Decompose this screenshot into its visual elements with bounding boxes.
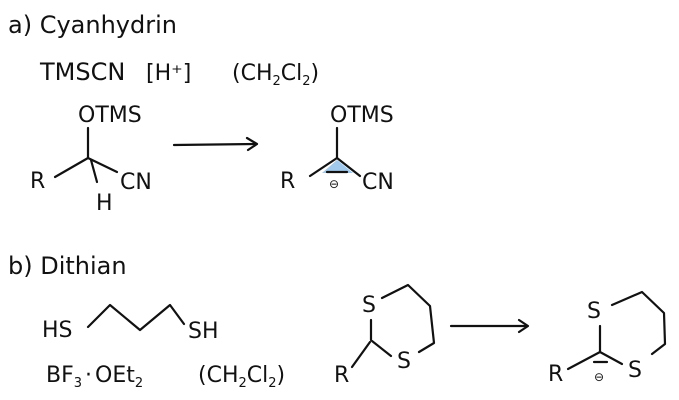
negative-charge-icon: ⊖	[594, 370, 604, 384]
bond-c-cn	[86, 156, 119, 174]
section-b: b) Dithian HS SH BF3·OEt2 (CH2Cl2) S S R	[8, 252, 667, 391]
lone-pair-highlight	[322, 160, 353, 173]
dithiane-anion-product: S S R ⊖	[548, 290, 667, 387]
product-r-label: R	[280, 169, 295, 194]
bond-c-h	[89, 158, 99, 184]
reactant-otms-label: OTMS	[78, 103, 142, 128]
section-a: a) Cyanhydrin TMSCN [H⁺] (CH2Cl2) OTMS R…	[8, 11, 394, 216]
bond-c-r	[308, 156, 339, 178]
bond-c2-r	[566, 350, 602, 371]
arrow-shaft	[172, 142, 258, 147]
reagent-tmscn: TMSCN	[39, 58, 125, 86]
reagent-bf3-etherate: BF3·OEt2	[46, 363, 143, 391]
bond-c2-s3	[370, 339, 393, 358]
reagent-solvent: (CH2Cl2)	[232, 61, 319, 89]
dithiane-s-top: S	[362, 293, 376, 318]
section-b-heading: b) Dithian	[8, 252, 127, 280]
bond-c-r	[53, 156, 90, 179]
arrow-head-icon	[245, 136, 259, 152]
reagent-solvent: (CH2Cl2)	[198, 363, 285, 391]
section-a-heading: a) Cyanhydrin	[8, 11, 177, 39]
reactant-cn-label: CN	[120, 170, 152, 195]
negative-charge-icon: ⊖	[329, 177, 339, 191]
dithiane-reactant: S S R	[334, 283, 436, 388]
section-b-reagents: BF3·OEt2 (CH2Cl2)	[46, 363, 285, 391]
arrow-head-icon	[517, 318, 530, 334]
anion-r-label: R	[548, 362, 563, 387]
ring-bonds	[610, 290, 667, 356]
propane-chain	[86, 303, 186, 332]
dithiol-sh-label: SH	[188, 319, 219, 344]
dithiane-r-label: R	[334, 363, 349, 388]
product-cn-label: CN	[362, 170, 394, 195]
product-otms-label: OTMS	[330, 103, 394, 128]
reaction-arrow-a	[172, 136, 259, 152]
reactant-h-label: H	[96, 191, 113, 216]
section-a-reagents: TMSCN [H⁺] (CH2Cl2)	[39, 58, 319, 89]
cyanohydrin-reactant: OTMS R CN H	[30, 103, 152, 216]
bond-c-cn	[335, 156, 362, 178]
dithiol-hs-label: HS	[42, 318, 73, 343]
dithiane-s-bottom: S	[397, 349, 411, 374]
ring-bonds	[380, 283, 436, 354]
carbanion-product: OTMS R CN ⊖	[280, 103, 394, 195]
propanedithiol: HS SH	[42, 303, 219, 344]
bond-c2-r	[350, 340, 372, 369]
reagent-acid: [H⁺]	[146, 61, 191, 86]
reaction-arrow-b	[449, 318, 530, 334]
anion-s-bottom: S	[628, 358, 642, 383]
anion-s-top: S	[587, 299, 601, 324]
bond-c2-s3	[598, 350, 624, 366]
reactant-r-label: R	[30, 169, 45, 194]
